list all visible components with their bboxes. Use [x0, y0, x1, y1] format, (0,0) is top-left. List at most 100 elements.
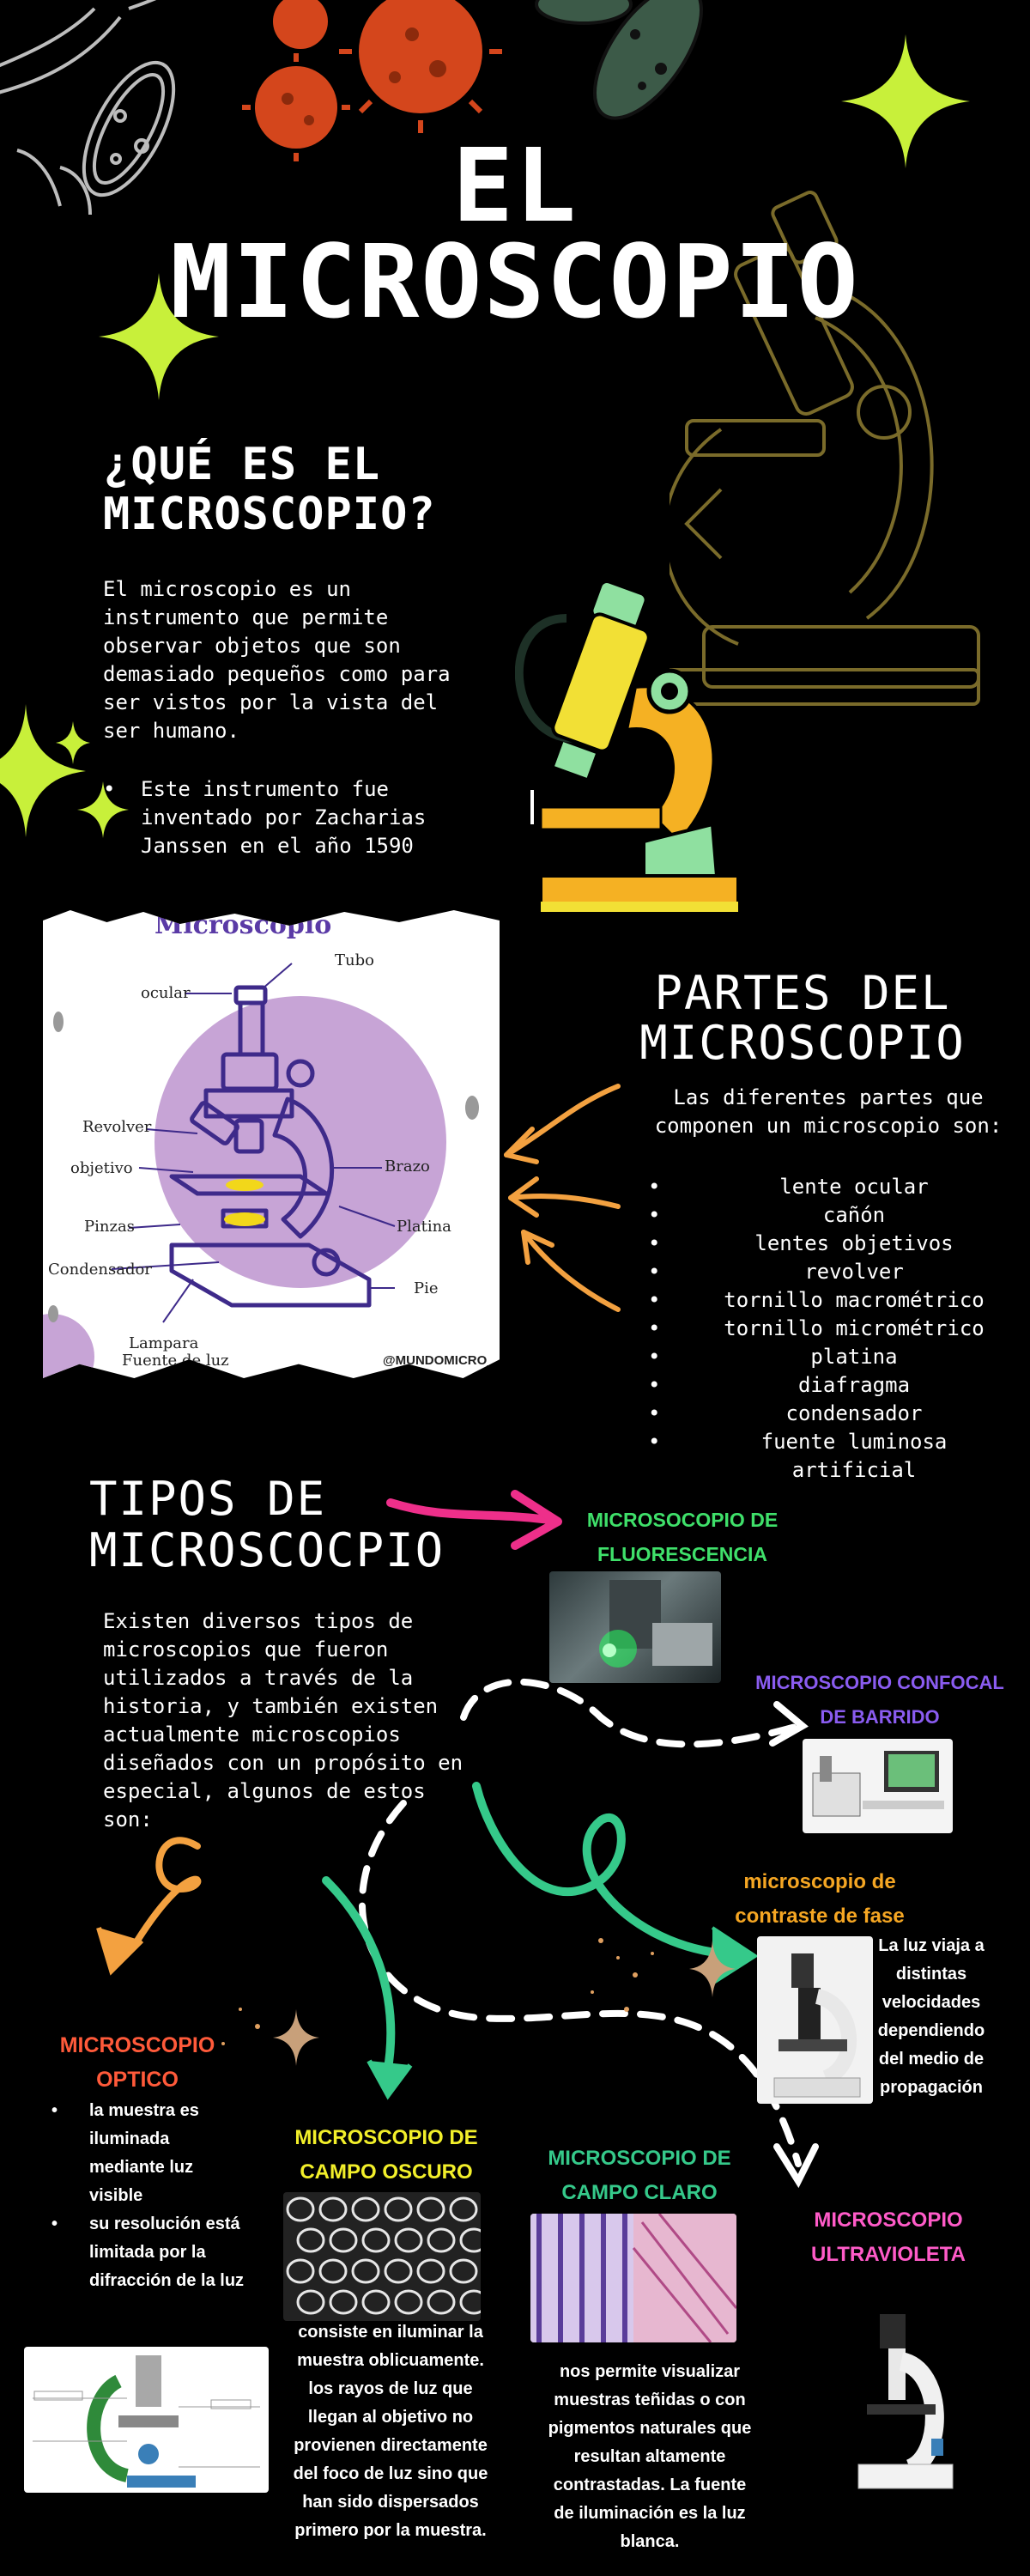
diagram-credit: @MUNDOMICRO_: [383, 1353, 494, 1368]
sparkle-icon: [99, 34, 970, 400]
parts-list-item-text: revolver: [804, 1260, 904, 1284]
label-fuente: Fuente de luz: [122, 1352, 229, 1370]
diagram-title: Microscopio: [154, 910, 332, 940]
title-line-2: MICROSCOPIO: [170, 222, 860, 341]
oscuro-photo: [283, 2192, 481, 2321]
parts-list-item-text: tornillo micrométrico: [724, 1316, 985, 1340]
fluorescence-microscope-image: [599, 1580, 712, 1668]
claro-label: MICROSCOPIO DE CAMPO CLARO: [548, 2147, 731, 2204]
cell-outline: [318, 2258, 348, 2284]
cell-outline: [459, 2289, 481, 2315]
cell-outline: [318, 2196, 348, 2222]
parts-list-item: •tornillo macrométrico: [648, 1286, 1009, 1315]
bullet-icon: •: [648, 1316, 661, 1340]
bullet-icon: •: [648, 1203, 661, 1227]
bullet-icon: •: [648, 1345, 661, 1369]
microscope-sketch-illustration: [670, 191, 980, 706]
label-ocular: ocular: [141, 984, 191, 1002]
que-es-heading: ¿QUÉ ES EL MICROSCOPIO?: [103, 440, 549, 539]
label-pie: Pie: [414, 1279, 439, 1297]
cell-outline: [361, 2289, 391, 2315]
confocal-label: MICROSCOPIO CONFOCAL DE BARRIDO: [755, 1672, 1004, 1728]
partes-heading: PARTES DEL MICROSCOPIO: [601, 969, 1004, 1068]
parts-list-item-text: lente ocular: [779, 1175, 929, 1199]
cell-outline: [286, 2258, 315, 2284]
label-objetivo: objetivo: [70, 1159, 133, 1177]
phase-contrast-microscope-image: [773, 1953, 861, 2098]
parts-list-item-text: fuente luminosa artificial: [760, 1430, 948, 1482]
bullet-icon: •: [648, 1373, 661, 1397]
cell-outline: [449, 2258, 478, 2284]
green-bacteria-icon: [535, 0, 704, 120]
parts-list-item: • tornillo micrométrico: [648, 1315, 1009, 1343]
parts-list-item-text: diafragma: [797, 1373, 911, 1397]
parts-list-item: • fuente luminosa artificial: [648, 1428, 1009, 1485]
label-lampara: Lampara: [129, 1334, 199, 1352]
cell-outline: [427, 2289, 456, 2315]
parts-list-item-text: condensador: [785, 1401, 923, 1425]
bullet-icon: •: [648, 1260, 661, 1284]
que-es-heading-line-2: MICROSCOPIO?: [103, 489, 436, 540]
parts-list-item: • revolver: [648, 1258, 1009, 1286]
partes-intro: Las diferentes partes que componen un mi…: [654, 1085, 1003, 1138]
cell-outline: [296, 2227, 325, 2253]
bright-field-image: [530, 2214, 736, 2342]
contraste-photo: [757, 1936, 873, 2104]
optico-bullets: la muestra es iluminada mediante luz vis…: [52, 2097, 249, 2295]
bullet-icon: •: [648, 1430, 661, 1454]
tipos-heading-line-1: TIPOS DE: [89, 1472, 327, 1526]
diagram-drawing: [43, 963, 479, 1378]
bacteria-small-icon: [48, 1012, 479, 1322]
parts-list-item: •lente ocular: [648, 1173, 1009, 1201]
page-title: EL MICROSCOPIO: [0, 135, 1030, 341]
cell-outline: [416, 2196, 445, 2222]
ultravioleta-label: MICROSCOPIO ULTRAVIOLETA: [811, 2208, 966, 2266]
microscope-diagram-card: Microscopio Tubo ocular Revolver objetiv…: [43, 910, 500, 1378]
parts-list-item: • diafragma: [648, 1371, 1009, 1400]
cell-outline: [394, 2227, 423, 2253]
dark-field-image: [286, 2196, 481, 2315]
list-item: la muestra es iluminada mediante luz vis…: [52, 2097, 249, 2210]
list-item: su resolución está limitada por la difra…: [52, 2210, 249, 2295]
fluorescencia-photo: [549, 1571, 721, 1683]
que-es-heading-line-1: ¿QUÉ ES EL: [103, 439, 381, 490]
parts-list-item: • platina: [648, 1343, 1009, 1371]
cell-outline: [329, 2289, 358, 2315]
bullet-icon: •: [648, 1231, 661, 1255]
label-pinzas: Pinzas: [84, 1218, 135, 1236]
cell-outline: [427, 2227, 456, 2253]
confocal-photo: [803, 1739, 953, 1833]
parts-list-item-text: platina: [810, 1345, 898, 1369]
cell-outline: [286, 2196, 315, 2222]
contraste-label: microscopio de contraste de fase: [735, 1870, 905, 1928]
parts-list-item-text: tornillo macrométrico: [724, 1288, 985, 1312]
cell-outline: [449, 2196, 478, 2222]
uv-microscope-image: [857, 2314, 954, 2489]
confocal-microscope-image: [812, 1751, 944, 1817]
label-revolver: Revolver: [82, 1118, 152, 1136]
cell-outline: [351, 2196, 380, 2222]
optico-photo: [24, 2347, 269, 2493]
parts-list-item: • condensador: [648, 1400, 1009, 1428]
optical-microscope-diagram-image: [33, 2355, 260, 2488]
contraste-description: La luz viaja a distintas velocidades dep…: [877, 1936, 985, 2097]
tipos-paragraph: Existen diversos tipos de microscopios q…: [103, 1609, 464, 1832]
oscuro-label: MICROSCOPIO DE CAMPO OSCURO: [294, 2126, 478, 2184]
tipos-heading-line-2: MICROSCOCPIO: [89, 1523, 445, 1577]
ultravioleta-photo: [841, 2310, 961, 2499]
partes-heading-line-1: PARTES DEL: [654, 966, 951, 1020]
tipos-heading: TIPOS DE MICROSCOCPIO: [89, 1473, 445, 1577]
label-condensador: Condensador: [48, 1261, 152, 1279]
oscuro-description: consiste en iluminar la muestra oblicuam…: [293, 2323, 488, 2540]
fluorescencia-label: MICROSOCOPIO DE FLUORESCENCIA: [586, 1509, 779, 1565]
partes-heading-line-2: MICROSCOPIO: [639, 1016, 966, 1070]
parts-list-item: •cañón: [648, 1201, 1009, 1230]
que-es-paragraph: El microscopio es un instrumento que per…: [103, 577, 451, 743]
optico-label: MICROSCOPIO OPTICO: [59, 2033, 215, 2092]
label-brazo: Brazo: [385, 1157, 430, 1176]
claro-photo: [530, 2214, 736, 2342]
decor-top: [0, 0, 970, 400]
parts-list-item: •lentes objetivos: [648, 1230, 1009, 1258]
claro-description: nos permite visualizar muestras teñidas …: [548, 2362, 752, 2551]
bullet-icon: •: [648, 1401, 661, 1425]
